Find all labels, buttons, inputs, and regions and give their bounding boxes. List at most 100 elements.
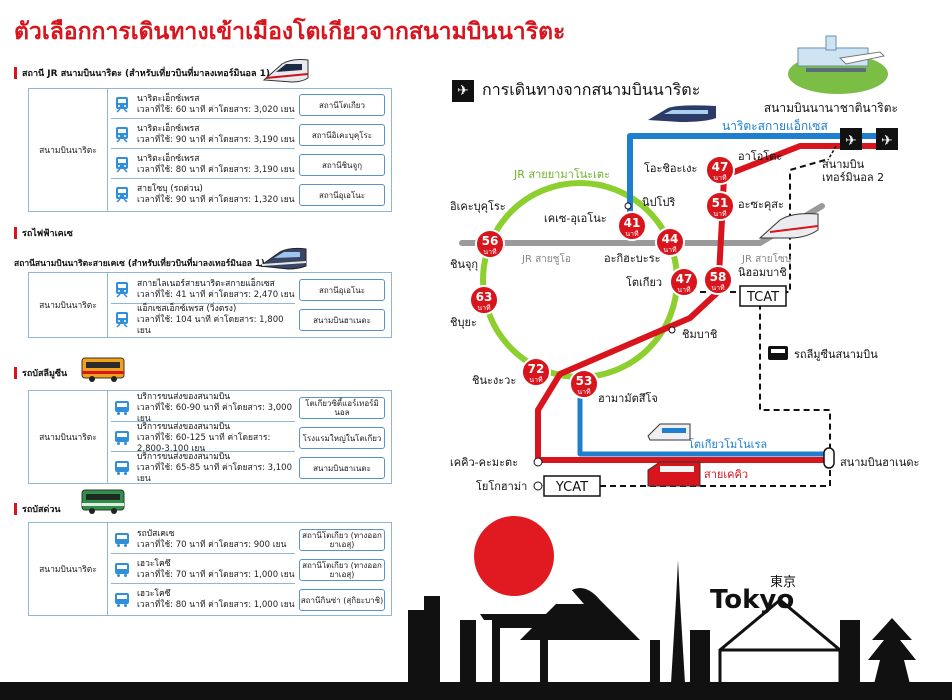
route-detail: เวลาที่ใช้: 60-90 นาที ค่าโดยสาร: 3,000 … [137, 402, 292, 424]
destination-badge: สถานีโตเกียว (ทางออกยาเอสุ) [299, 559, 385, 581]
bus-icon [111, 457, 133, 479]
time-value-asakusa: 51 [712, 196, 729, 210]
station-nihombashi: นิฮอมบาชิ [738, 266, 787, 279]
destination-badge: โรงแรมใหญ่ในโตเกียว [299, 427, 385, 449]
map-header-text: การเดินทางจากสนามบินนาริตะ [482, 80, 701, 99]
narita-express-map-train-image [758, 213, 819, 239]
skyline-kanji: 東京 [770, 574, 796, 590]
time-badge-ikebukuro [475, 229, 505, 259]
time-unit-nihombashi: นาที [711, 284, 725, 292]
time-value-nippori: 41 [624, 216, 641, 230]
time-badge-tokyo [669, 267, 699, 297]
station-haneda: สนามบินฮาเนดะ [840, 456, 919, 469]
section-heading-jr-text: สถานี JR สนามบินนาริตะ (สำหรับเที่ยวบินท… [22, 69, 270, 79]
sky-access-label: นาริตะสกายแอ็กเซส [722, 118, 828, 133]
bus-icon [111, 529, 133, 551]
narita-express-train-image [262, 59, 309, 83]
station-oshiage: โอะชิอะเงะ [644, 161, 697, 175]
route-name: เฮวะโคซึ [137, 559, 171, 569]
time-badge-akihabara [655, 227, 685, 257]
destination-badge: สถานีกินซ่า (สุกิยะบาชิ) [299, 589, 385, 611]
airport-name: สนามบินนานาชาตินาริตะ [764, 101, 898, 115]
route-detail: เวลาที่ใช้: 60 นาที ค่าโดยสาร: 3,020 เยน [137, 105, 295, 115]
route-name: นาริตะเอ็กซ์เพรส [137, 154, 200, 164]
station-keikyu-kamata: เคคิว-คะมะตะ [450, 456, 518, 469]
tokyo-monorail-line [577, 382, 830, 457]
express-bus-image [81, 489, 125, 514]
row-divider [111, 118, 295, 119]
bus-icon [111, 397, 133, 419]
jr-origin-label: สนามบินนาริตะ [29, 89, 108, 211]
destination-badge: สนามบินฮาเนดะ [299, 457, 385, 479]
narita-sky-access-line [627, 133, 886, 230]
section-heading-keisei: รถไฟฟ้าเคเซ [14, 226, 73, 240]
route-info: บริการขนส่งของสนามบินเวลาที่ใช้: 60-125 … [137, 422, 299, 455]
terminal-2-icon [876, 128, 898, 150]
plane-glyph-icon: ✈ [845, 133, 857, 149]
route-detail: เวลาที่ใช้: 80 นาที ค่าโดยสาร: 1,000 เยน [137, 600, 295, 610]
time-value-tokyo: 47 [676, 272, 693, 286]
tokyo-skyline-illustration [0, 516, 952, 700]
destination-badge: สถานีโตเกียว [299, 94, 385, 116]
time-unit-ikebukuro: นาที [483, 248, 497, 256]
limo-origin-label: สนามบินนาริตะ [29, 391, 108, 483]
sobu-label: JR สายโซบุ [741, 252, 791, 265]
station-keisei-ueno: เคเซ-อุเอโนะ [544, 211, 607, 225]
destination-badge: สถานีอุเอโนะ [299, 279, 385, 301]
keikyu-label: สายเคคิว [704, 468, 748, 481]
list-item: รถบัสเคเซเวลาที่ใช้: 70 นาที ค่าโดยสาร: … [111, 526, 391, 554]
monorail-map-train-image [647, 423, 691, 441]
section-heading-express-text: รถบัสด่วน [22, 505, 61, 515]
station-tokyo: โตเกียว [626, 275, 662, 289]
time-unit-nippori: นาที [625, 230, 639, 238]
route-info: รถบัสเคเซเวลาที่ใช้: 70 นาที ค่าโดยสาร: … [137, 529, 299, 551]
route-name: นาริตะเอ็กซ์เพรส [137, 94, 200, 104]
route-detail: เวลาที่ใช้: 90 นาที ค่าโดยสาร: 1,320 เยน [137, 195, 295, 205]
station-hamamatsucho: ฮามามัตสึโจ [598, 391, 658, 405]
station-asakusa: อะซะคุสะ [738, 198, 784, 211]
route-name: สายโซบุ (รถด่วน) [137, 184, 203, 194]
station-shibuya: ชิบุยะ [450, 316, 477, 329]
time-badge-oshiage [705, 155, 735, 185]
station-ikebukuro: อิเคะบุคุโระ [450, 199, 506, 213]
time-value-shinagawa: 72 [528, 362, 545, 376]
route-detail: เวลาที่ใช้: 80 นาที ค่าโดยสาร: 3,190 เยน [137, 165, 295, 175]
list-item: สกายไลเนอร์สายนาริตะสกายแอ็กเซสเวลาที่ใช… [111, 276, 391, 304]
train-icon [111, 94, 133, 116]
route-name: บริการขนส่งของสนามบิน [137, 391, 231, 402]
route-detail: เวลาที่ใช้: 65-85 นาที ค่าโดยสาร: 3,100 … [137, 462, 292, 484]
route-name: แอ็กเซสเอ็กซ์เพรส (วิ่งตรง) [137, 303, 237, 314]
route-detail: เวลาที่ใช้: 41 นาที ค่าโดยสาร: 2,470 เยน [137, 290, 295, 300]
time-badge-shibuya [469, 285, 499, 315]
section-heading-express: รถบัสด่วน [14, 502, 61, 516]
page-title: ตัวเลือกการเดินทางเข้าเมืองโตเกียวจากสนา… [14, 19, 566, 45]
chuo-label: JR สายชูโอ [521, 252, 571, 265]
time-unit-asakusa: นาที [713, 210, 727, 218]
train-icon [111, 309, 133, 331]
time-value-oshiage: 47 [712, 160, 729, 174]
time-unit-oshiage: นาที [713, 174, 727, 182]
time-unit-akihabara: นาที [663, 246, 677, 254]
express-origin-label: สนามบินนาริตะ [29, 523, 108, 615]
route-info: นาริตะเอ็กซ์เพรสเวลาที่ใช้: 80 นาที ค่าโ… [137, 154, 299, 176]
row-divider [111, 421, 295, 422]
time-badge-nippori [617, 211, 647, 241]
route-info: สกายไลเนอร์สายนาริตะสกายแอ็กเซสเวลาที่ใช… [137, 279, 299, 301]
route-info: บริการขนส่งของสนามบินเวลาที่ใช้: 65-85 น… [137, 452, 299, 485]
list-item: นาริตะเอ็กซ์เพรสเวลาที่ใช้: 80 นาที ค่าโ… [111, 151, 391, 179]
bus-icon [111, 559, 133, 581]
train-icon [111, 124, 133, 146]
section-heading-jr: สถานี JR สนามบินนาริตะ (สำหรับเที่ยวบินท… [14, 66, 270, 80]
route-info: นาริตะเอ็กซ์เพรสเวลาที่ใช้: 60 นาที ค่าโ… [137, 94, 299, 116]
list-item: นาริตะเอ็กซ์เพรสเวลาที่ใช้: 60 นาที ค่าโ… [111, 91, 391, 119]
ycat-label: YCAT [555, 480, 588, 495]
haneda-marker [823, 447, 835, 469]
route-detail: เวลาที่ใช้: 70 นาที ค่าโดยสาร: 1,000 เยน [137, 570, 295, 580]
bus-icon [111, 427, 133, 449]
limo-options-box: สนามบินนาริตะ บริการขนส่งของสนามบินเวลาท… [28, 390, 392, 484]
train-icon [111, 184, 133, 206]
list-item: เฮวะโคซึเวลาที่ใช้: 70 นาที ค่าโดยสาร: 1… [111, 556, 391, 584]
section-heading-limo: รถบัสลีมูซีน [14, 366, 67, 380]
destination-badge: โตเกียวซิตี้แอร์เทอร์มินอล [299, 397, 385, 419]
